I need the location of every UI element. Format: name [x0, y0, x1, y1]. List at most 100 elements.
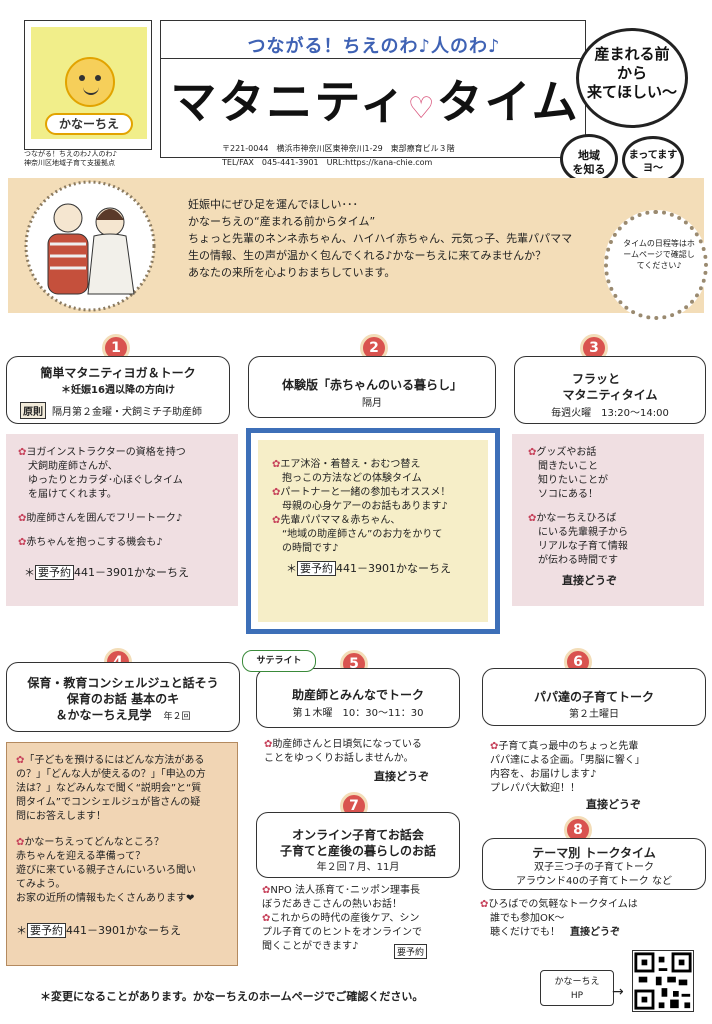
list-item: 遊びに来ている親子さんにいろいろ聞い	[16, 865, 196, 876]
direct-label: 直接どうぞ	[586, 798, 641, 811]
homepage-note: タイムの日程等はホームページで確認してください♪	[623, 239, 695, 270]
circle-note-main: 産まれる前 から 来てほしい～	[576, 28, 688, 128]
card-6-list: ✿子育て真っ最中のちょっと先輩 パパ達による企画。「男脳に響く」 内容を、お届け…	[490, 740, 702, 812]
list-item: 内容を、お届けします♪	[490, 769, 597, 780]
list-item: 問にお答えします！	[16, 811, 106, 822]
circle-line: を知る	[572, 163, 606, 176]
intro-line: ちょっと先輩のネンネ赤ちゃん、ハイハイ赤ちゃん、元気っ子、先輩パパママ	[188, 232, 573, 245]
flower-icon: ✿	[16, 837, 25, 848]
list-item: ✿かなーちえってどんなところ？	[16, 837, 164, 848]
intro-line: 生の情報、生の声が温かく包んでくれる♪かなーちえに来てみませんか？	[188, 249, 547, 262]
flower-icon: ✿	[262, 913, 271, 924]
intro-text: 妊娠中にぜひ足を運んでほしい･･･ かなーちえの“産まれる前からタイム” ちょっ…	[188, 196, 608, 281]
list-item: が伝わる時間です	[538, 555, 618, 566]
card-8-line-1: 双子三つ子の子育てトーク	[534, 862, 654, 873]
list-item: ゆったりとカラダ･心ほぐしタイム	[28, 475, 183, 486]
card-7-header	[256, 812, 460, 878]
list-item: 聞きたいこと	[538, 461, 598, 472]
list-item: ✿ヨガインストラクターの資格を持つ	[18, 447, 186, 458]
flower-icon: ✿	[528, 513, 537, 524]
sun-face-icon	[65, 57, 115, 107]
card-2-body	[258, 440, 488, 622]
card-4-title-1: 保育・教育コンシェルジュと話そう	[27, 676, 219, 690]
flower-icon: ✿	[272, 515, 281, 526]
list-item: ✿これからの時代の産後ケア、シン	[262, 913, 420, 924]
list-item: ぼうだあきこさんの熱いお話！	[262, 899, 402, 910]
list-item: 法は？」などみんなで聞く“説明会”と“質	[16, 783, 202, 794]
card-8-title: テーマ別 トークタイム	[532, 846, 656, 860]
flower-icon: ✿	[16, 755, 25, 766]
flower-icon: ✿	[262, 885, 271, 896]
card-7-title-2: 子育てと産後の暮らしのお話	[279, 844, 436, 858]
circle-line: 産まれる前	[594, 45, 670, 63]
circle-line: まってます	[628, 150, 678, 161]
homepage-label-line: HP	[570, 991, 584, 1001]
flower-icon: ✿	[18, 447, 27, 458]
card-2-list: ✿エア沐浴・着替え・おむつ替え 抱っこの方法などの体験タイム ✿パートナーと一緒…	[272, 458, 486, 576]
card-2-sub: 隔月	[362, 398, 382, 409]
card-6-title: パパ達の子育てトーク	[533, 690, 654, 704]
list-item: 問タイム”でコンシェルジュが皆さんの疑	[16, 797, 201, 808]
card-1-tag: 原則	[20, 402, 46, 419]
list-item: ✿グッズやお話	[528, 447, 597, 458]
card-3-list: ✿グッズやお話 聞きたいこと 知りたいことが ソコにある！ ✿かなーちえひろば …	[528, 446, 700, 588]
flower-icon: ✿	[490, 741, 499, 752]
card-2-header	[248, 356, 496, 418]
title-part-b: タイム	[436, 75, 580, 129]
list-item: ✿先輩パパママ＆赤ちゃん、	[272, 515, 401, 526]
flower-icon: ✿	[18, 513, 27, 524]
list-item: ✿かなーちえひろば	[528, 513, 617, 524]
card-1-meta: 隔月第２金曜・犬飼ミチ子助産師	[52, 407, 202, 418]
reservation-tag: 要予約	[394, 944, 428, 959]
satellite-tag: サテライト	[242, 650, 316, 672]
card-3-sub: 毎週火曜 13:20～14:00	[551, 408, 669, 419]
circle-note-waiting: まってます ヨ～	[622, 136, 684, 184]
list-item: の時間です♪	[282, 543, 339, 554]
list-item: ✿ひろばでの気軽なトークタイムは	[480, 899, 638, 910]
flower-icon: ✿	[264, 739, 273, 750]
circle-note-community: 地域 を知る	[560, 134, 618, 184]
logo-tagline: つながる！ちえのわ♪人のわ♪	[24, 150, 117, 158]
flower-icon: ✿	[272, 487, 281, 498]
address: 〒221-0044 横浜市神奈川区東神奈川1-29 東部療育ビル３階	[222, 144, 455, 153]
direct-label: 直接どうぞ	[374, 770, 429, 783]
circle-line: から	[616, 64, 647, 82]
card-2-title: 体験版「赤ちゃんのいる暮らし」	[281, 378, 462, 392]
card-5-title: 助産師とみんなでトーク	[291, 688, 424, 702]
list-item: “地域の助産師さん”のお力をかりて	[282, 529, 443, 540]
card-7-list: ✿NPO 法人孫育て･ニッポン理事長 ぼうだあきこさんの熱いお話！ ✿これからの…	[262, 884, 462, 954]
circle-line: 来てほしい～	[586, 83, 677, 101]
flower-icon: ✿	[272, 459, 281, 470]
divider	[160, 58, 586, 59]
list-item: 母親の心身ケアーのお話もあります♪	[282, 501, 448, 512]
card-6-header	[482, 668, 706, 726]
card-4-title-3: ＆かなーちえ見学 年２回	[55, 708, 191, 722]
card-7-title-1: オンライン子育てお話会	[292, 828, 424, 842]
intro-line: かなーちえの“産まれる前からタイム”	[188, 215, 376, 228]
card-7-sub: 年２回７月、11月	[316, 862, 400, 873]
title-part-a: マタニティ	[170, 75, 408, 129]
card-8-line-2: アラウンド40の子育てトーク など	[516, 876, 672, 887]
list-item: ✿赤ちゃんを抱っこする機会も♪	[18, 537, 163, 548]
list-item: ✿助産師さんを囲んでフリートーク♪	[18, 513, 183, 524]
card-4-list: ✿「子どもを預けるにはどんな方法がある の？」「どんな人が使えるの？」「申込の方…	[16, 754, 232, 938]
list-item: にいる先輩親子から	[538, 527, 628, 538]
card-1-title: 簡単マタニティヨガ＆トーク	[40, 366, 196, 380]
qr-code[interactable]	[632, 950, 694, 1012]
list-item: プル子育てのヒントをオンラインで	[262, 927, 422, 938]
logo-name: かなーちえ	[45, 113, 133, 135]
list-item: てみよう。	[16, 879, 66, 890]
logo: かなーちえ	[24, 20, 152, 150]
flower-icon: ✿	[480, 899, 489, 910]
heart-icon: ♡	[407, 91, 437, 126]
list-item: 聞くことができます♪	[262, 941, 359, 952]
card-8-list: ✿ひろばでの気軽なトークタイムは 誰でも参加OK～ 聴くだけでも！ 直接どうぞ	[480, 898, 700, 940]
card-4-header	[6, 662, 240, 732]
homepage-label-line: かなーちえ	[554, 977, 600, 987]
circle-line: ヨ～	[643, 163, 663, 174]
list-item: リアルな子育て情報	[538, 541, 628, 552]
logo-background: かなーちえ	[31, 27, 147, 139]
list-item: ✿助産師さんと日頃気になっている	[264, 739, 422, 750]
